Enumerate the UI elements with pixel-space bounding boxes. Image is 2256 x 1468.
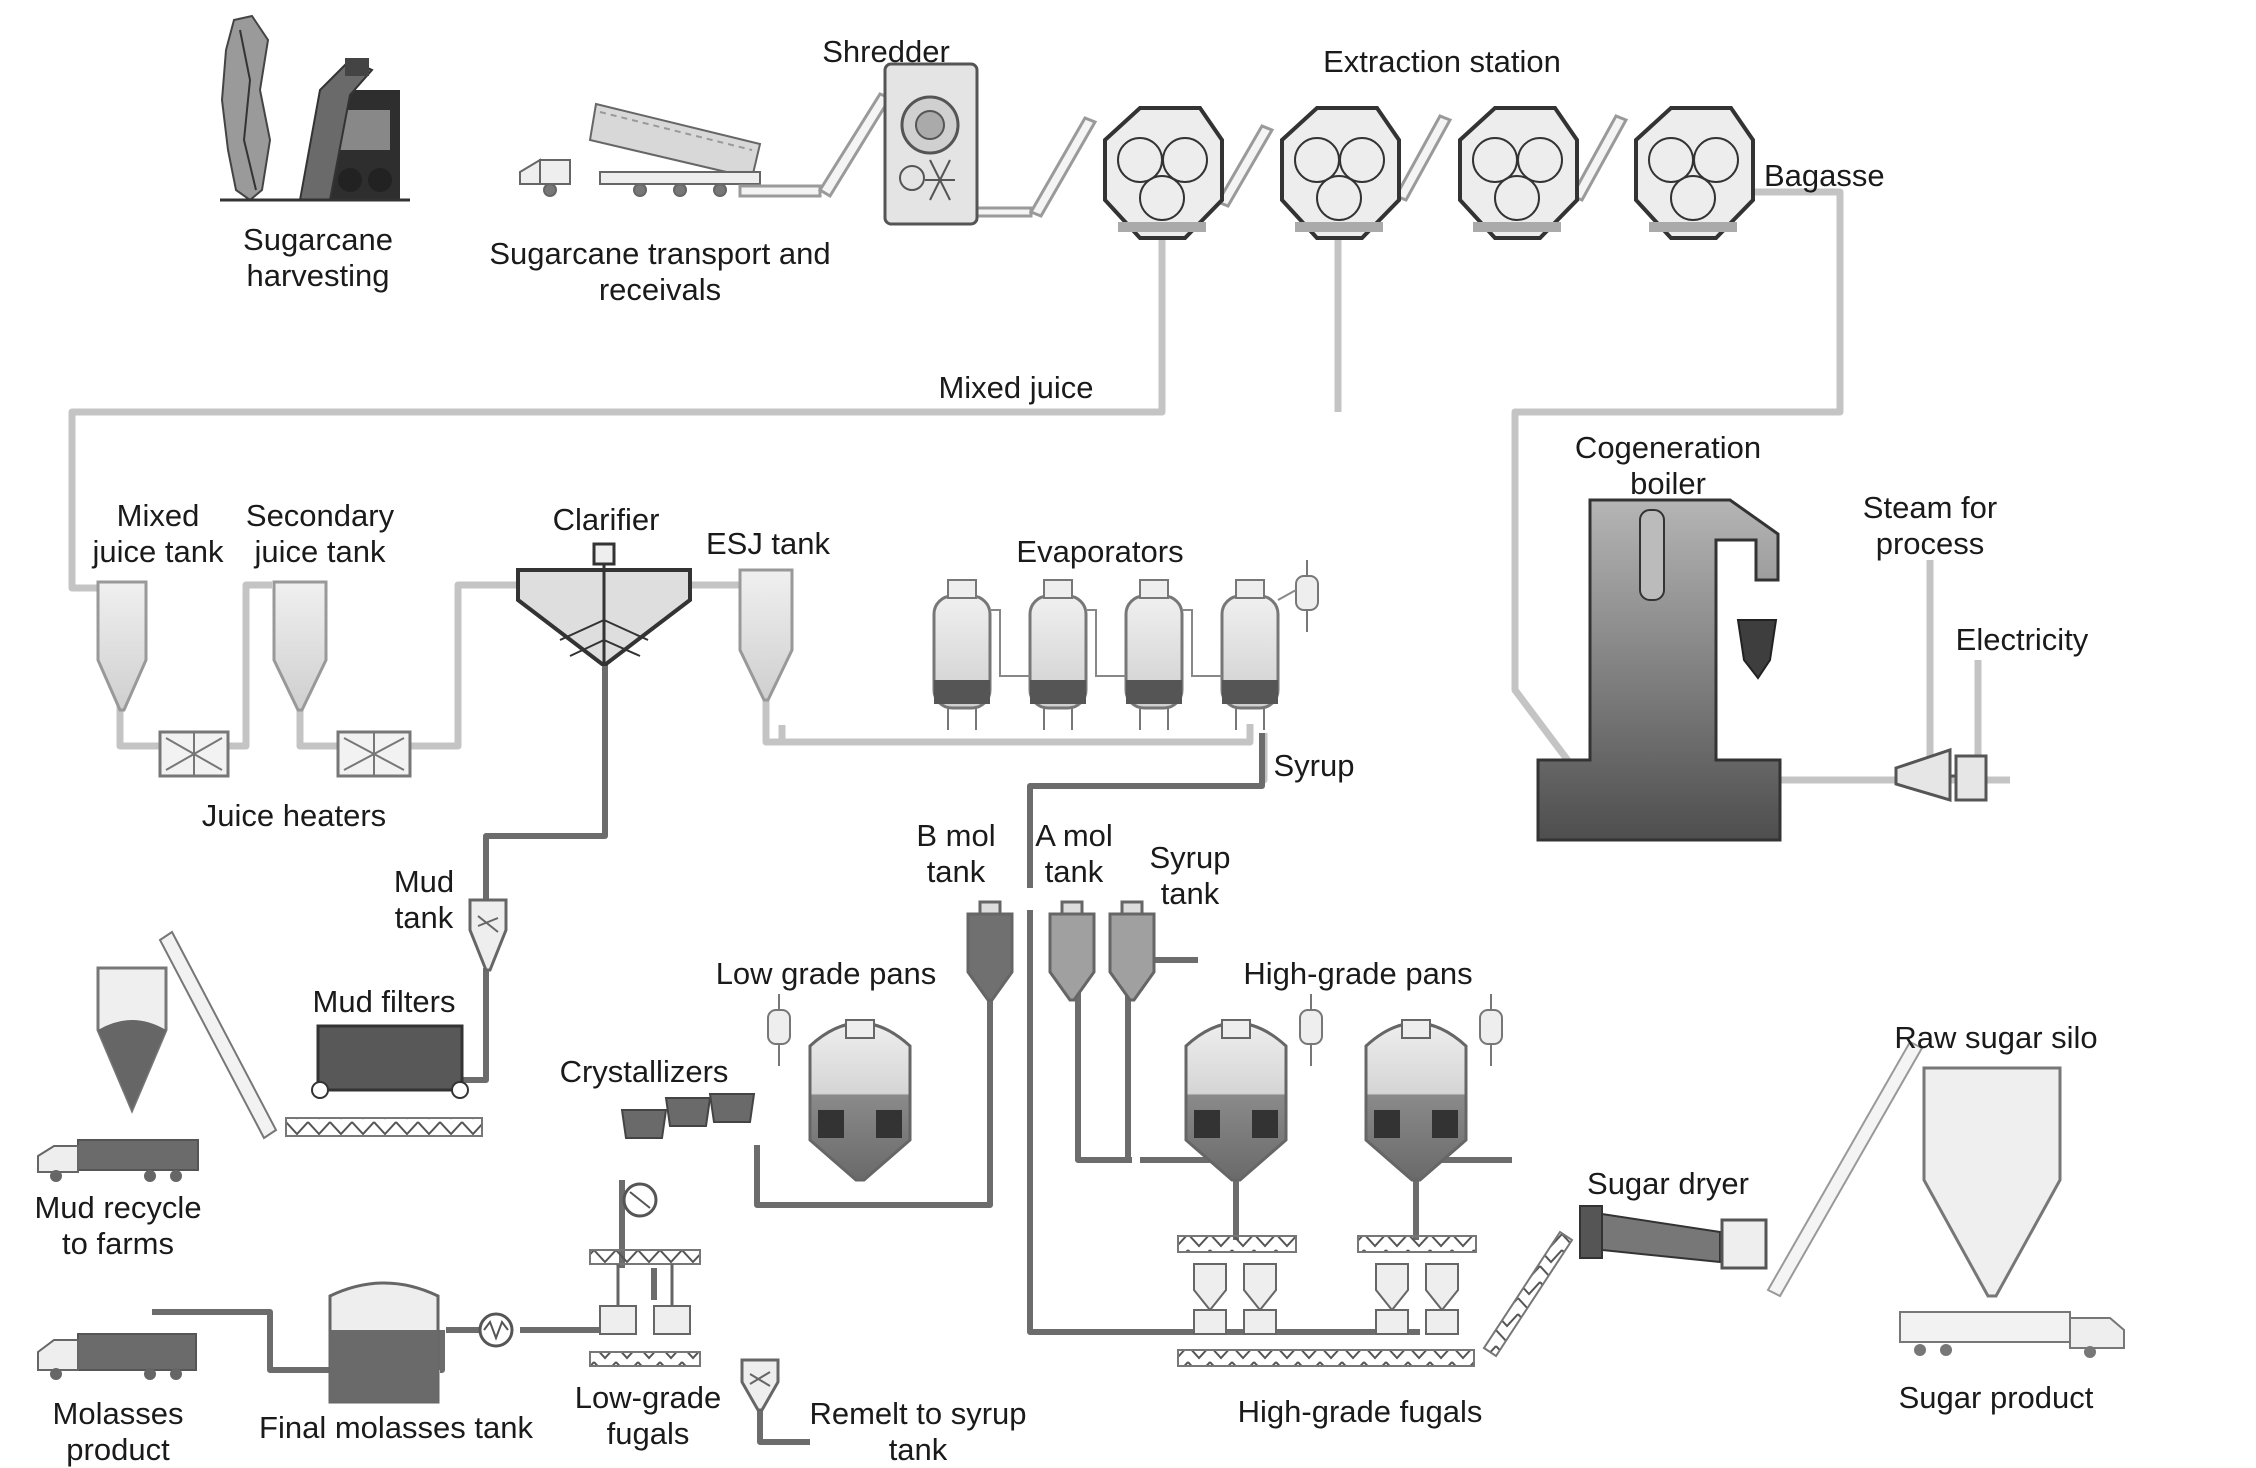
mill-2 bbox=[1280, 106, 1401, 240]
mill-1 bbox=[1103, 106, 1224, 240]
high-grade-pan-1 bbox=[1184, 994, 1323, 1182]
label-final-molasses-tank: Final molasses tank bbox=[259, 1410, 533, 1445]
mill-4 bbox=[1634, 106, 1755, 240]
label-syrup: Syrup bbox=[1273, 748, 1355, 783]
mud-tank bbox=[468, 898, 508, 972]
transport-truck-illustration bbox=[519, 102, 762, 197]
process-tanks bbox=[966, 900, 1156, 1002]
mud-conveyor bbox=[158, 930, 483, 1140]
label-esj-tank: ESJ tank bbox=[705, 526, 831, 561]
molasses-truck bbox=[37, 1333, 197, 1380]
label-high-grade-fugals: High-grade fugals bbox=[1237, 1394, 1483, 1429]
label-low-grade-pans: Low grade pans bbox=[715, 956, 937, 991]
juice-heater-1 bbox=[158, 730, 230, 778]
juice-heaters bbox=[158, 730, 412, 778]
sugar-product-truck bbox=[1899, 1311, 2125, 1358]
mixed-juice-tank bbox=[96, 580, 148, 712]
final-molasses-tank bbox=[328, 1281, 440, 1404]
label-mud-filters: Mud filters bbox=[312, 984, 456, 1019]
feed-conveyors bbox=[738, 92, 1629, 218]
crystallizers bbox=[620, 1093, 756, 1139]
dryer-conveyor bbox=[1482, 1230, 1574, 1358]
esj-tank bbox=[738, 568, 794, 702]
a-mol-tank-vessel bbox=[1048, 912, 1096, 1002]
cogeneration-boiler bbox=[1536, 498, 1782, 842]
label-sugar-product: Sugar product bbox=[1898, 1380, 2094, 1415]
label-evaporators: Evaporators bbox=[1016, 534, 1184, 569]
clarifier bbox=[516, 542, 692, 666]
label-extraction-station: Extraction station bbox=[1323, 44, 1561, 79]
label-mixed-juice: Mixed juice bbox=[938, 370, 1094, 405]
evaporator-condenser bbox=[1295, 560, 1319, 632]
b-mol-tank-vessel bbox=[966, 912, 1014, 1002]
evaporator-4 bbox=[1220, 579, 1280, 730]
mud-silo bbox=[96, 966, 168, 1114]
secondary-juice-tank bbox=[272, 580, 328, 712]
silo-conveyor bbox=[1766, 1040, 1924, 1298]
label-crystallizers: Crystallizers bbox=[559, 1054, 729, 1089]
label-shredder: Shredder bbox=[822, 34, 950, 69]
mud-filters bbox=[311, 1024, 469, 1099]
high-grade-pan-2 bbox=[1364, 994, 1503, 1182]
remelt-tank bbox=[740, 1358, 780, 1412]
crystallizer-pump bbox=[622, 1182, 658, 1218]
label-sugar-dryer: Sugar dryer bbox=[1587, 1166, 1749, 1201]
sugar-dryer bbox=[1579, 1205, 1768, 1270]
high-grade-fugals bbox=[1177, 1235, 1477, 1367]
label-raw-sugar-silo: Raw sugar silo bbox=[1894, 1020, 2098, 1055]
low-grade-pan-condenser bbox=[767, 994, 791, 1066]
evaporator-2 bbox=[1028, 579, 1088, 730]
sugarcane-harvester-illustration bbox=[220, 14, 410, 202]
high-grade-pans bbox=[1184, 994, 1503, 1182]
mill-3 bbox=[1458, 106, 1579, 240]
syrup-tank-vessel bbox=[1108, 912, 1156, 1002]
shredder-machine bbox=[883, 62, 979, 226]
evaporators bbox=[932, 560, 1319, 730]
label-bagasse: Bagasse bbox=[1764, 158, 1885, 193]
extraction-mills bbox=[1103, 106, 1755, 240]
raw-sugar-silo bbox=[1922, 1066, 2062, 1298]
label-electricity: Electricity bbox=[1955, 622, 2089, 657]
low-grade-fugals bbox=[589, 1249, 701, 1367]
label-high-grade-pans: High-grade pans bbox=[1243, 956, 1473, 991]
label-clarifier: Clarifier bbox=[552, 502, 660, 537]
turbine-generator bbox=[1894, 747, 1988, 803]
label-juice-heaters: Juice heaters bbox=[201, 798, 387, 833]
juice-heater-2 bbox=[336, 730, 412, 778]
low-grade-pan bbox=[767, 994, 912, 1182]
evaporator-1 bbox=[932, 579, 992, 730]
mud-truck bbox=[37, 1139, 199, 1182]
molasses-heat-exchanger bbox=[478, 1312, 514, 1348]
evaporator-3 bbox=[1124, 579, 1184, 730]
juice-tanks bbox=[96, 568, 794, 712]
